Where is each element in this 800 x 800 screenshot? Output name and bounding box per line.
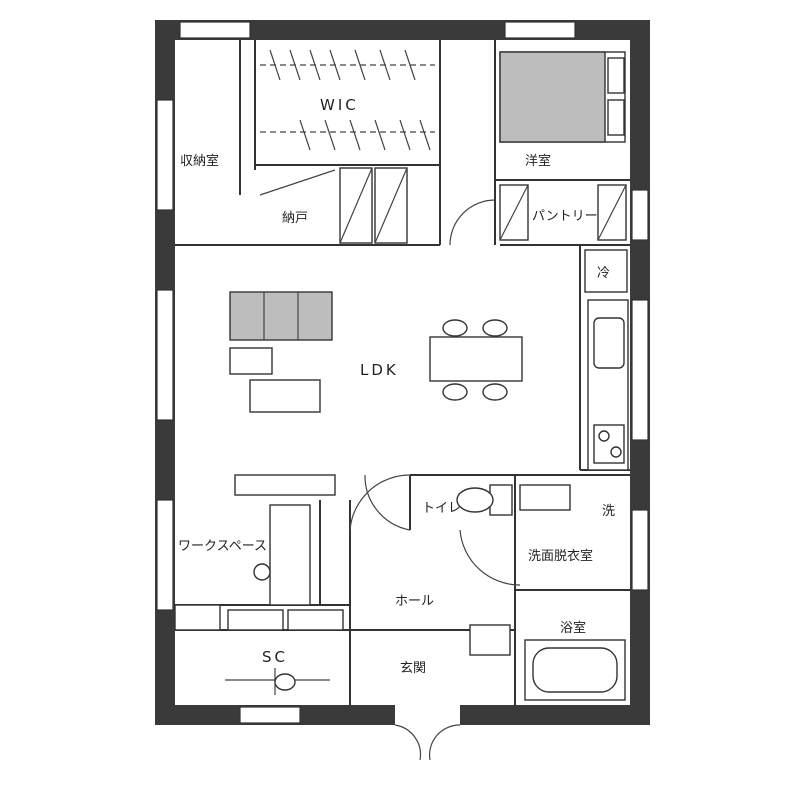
windows	[156, 21, 649, 724]
label-western-room: 洋室	[525, 153, 551, 169]
kitchen-counter	[587, 299, 629, 471]
bathtub	[524, 639, 626, 701]
label-fridge: 冷	[597, 266, 610, 281]
label-entrance: 玄関	[400, 661, 426, 676]
label-washer: 洗	[602, 504, 615, 519]
shoe-closet-items	[225, 624, 511, 695]
closet-shelves	[259, 167, 627, 244]
doors	[349, 199, 521, 761]
label-hall: ホール	[395, 594, 434, 609]
label-workspace: ワークスペース	[178, 539, 267, 554]
label-closet: 納戸	[282, 211, 308, 226]
wic-hangers	[260, 49, 435, 151]
label-storage-room: 収納室	[180, 153, 219, 169]
toilet	[456, 484, 571, 516]
dining-table	[429, 319, 523, 401]
workspace-desk	[174, 474, 344, 631]
label-wic: WIC	[320, 96, 359, 114]
label-shoe-closet: SC	[262, 648, 288, 666]
sofa	[229, 291, 333, 413]
label-toilet: トイレ	[422, 501, 461, 516]
label-ldk: LDK	[360, 361, 399, 379]
fridge	[584, 249, 628, 293]
label-pantry: パントリー	[532, 209, 598, 224]
label-washroom: 洗面脱衣室	[528, 548, 593, 564]
bed	[499, 51, 626, 143]
label-bathroom: 浴室	[560, 620, 586, 636]
